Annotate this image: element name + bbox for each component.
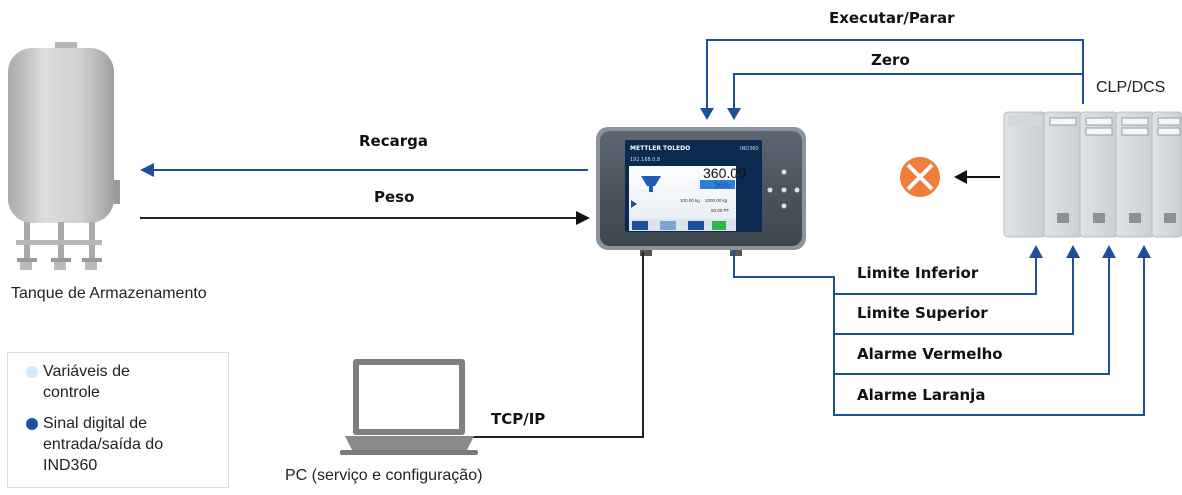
alarm-arrow <box>954 170 1000 184</box>
legend-dot-dark <box>26 418 38 430</box>
legend-control-line1: Variáveis de <box>43 363 130 380</box>
legend-digital-line1: Sinal digital de <box>43 415 148 432</box>
executar-parar-label: Executar/Parar <box>829 9 955 27</box>
tcpip-line <box>470 252 644 438</box>
tank-label: Tanque de Armazenamento <box>11 285 207 302</box>
terminal-limit-low: 100.00 kg <box>680 198 700 203</box>
alarme-vermelho-label: Alarme Vermelho <box>857 345 1003 363</box>
limite-inferior-label: Limite Inferior <box>857 264 979 282</box>
tcpip-label: TCP/IP <box>491 410 546 428</box>
pc-label: PC (serviço e configuração) <box>285 467 483 484</box>
terminal-unit: kg <box>735 172 739 177</box>
limite-superior-label: Limite Superior <box>857 304 988 322</box>
laptop-icon <box>340 359 478 455</box>
terminal-model: IND360 <box>740 146 759 152</box>
alarm-lamp-icon <box>900 157 940 197</box>
executar-arrowhead <box>700 108 714 120</box>
terminal-percent: 36% <box>714 181 730 190</box>
clp-dcs-label: CLP/DCS <box>1096 79 1166 96</box>
legend-digital-line2: entrada/saída do <box>43 436 164 453</box>
terminal-limit-high: 1000.00 kg <box>705 198 728 203</box>
legend-digital-line3: IND360 <box>43 457 98 474</box>
zero-label: Zero <box>871 51 910 69</box>
legend-dot-light <box>26 366 38 378</box>
recarga-label: Recarga <box>359 132 428 150</box>
alarme-laranja-label: Alarme Laranja <box>857 386 986 404</box>
ind360-terminal-icon <box>596 127 806 256</box>
legend-item-control: Variáveis de controle <box>26 361 130 403</box>
storage-tank-icon <box>8 42 120 270</box>
terminal-brand: METTLER TOLEDO <box>630 145 690 152</box>
peso-arrow <box>140 211 590 225</box>
zero-line <box>733 73 1083 108</box>
zero-arrowhead <box>727 108 741 120</box>
terminal-preset: 50.00 PT <box>711 208 730 213</box>
executar-parar-line <box>706 39 1084 108</box>
legend: Variáveis de controle Sinal digital de e… <box>7 352 229 488</box>
io-lines <box>733 250 1145 416</box>
terminal-ip: 192.168.0.8 <box>630 157 660 163</box>
legend-item-digital: Sinal digital de entrada/saída do IND360 <box>26 413 164 476</box>
peso-label: Peso <box>374 188 415 206</box>
io-arrowheads <box>1029 245 1151 258</box>
plc-rack-icon <box>1003 111 1182 238</box>
terminal-weight: 360.00 <box>703 165 746 181</box>
legend-control-line2: controle <box>43 384 100 401</box>
recarga-arrow <box>140 163 588 177</box>
